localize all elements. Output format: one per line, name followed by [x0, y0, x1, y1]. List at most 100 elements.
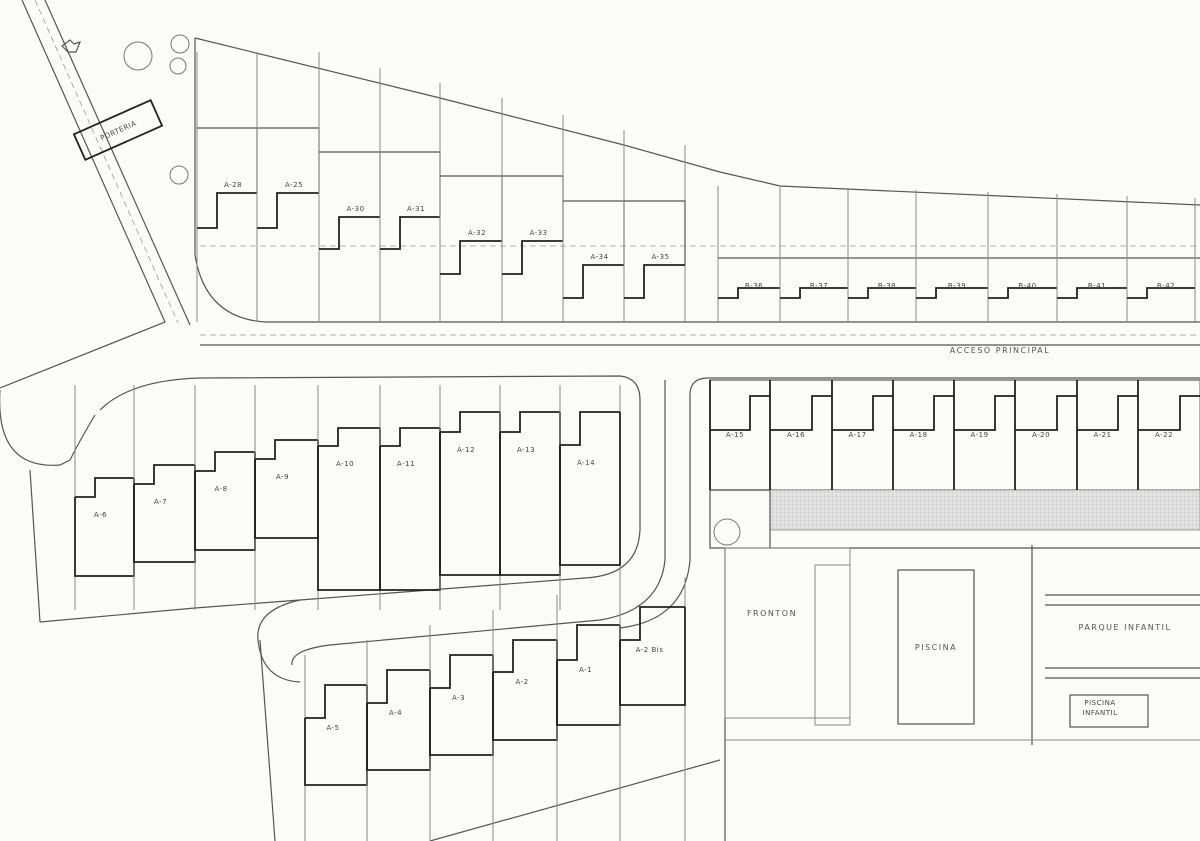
plot-boundary	[439, 98, 503, 322]
lot-label: A-6	[94, 511, 107, 519]
lot-top-row: A-30	[318, 68, 381, 322]
lot-middle-right: A-20	[1014, 380, 1078, 490]
house-outline	[893, 395, 954, 431]
lot-label: A-20	[1032, 431, 1050, 439]
access-road	[0, 0, 1200, 623]
house-outline	[380, 216, 440, 250]
piscina-infantil-pool	[1069, 694, 1149, 728]
lot-label: A-28	[224, 181, 242, 189]
lot-middle-right: A-18	[892, 380, 955, 490]
lot-middle-right: A-15	[709, 380, 771, 490]
lot-label: A-5	[326, 724, 339, 732]
lot-label: A-4	[389, 709, 402, 717]
lot-label: A-30	[346, 205, 364, 213]
house-outline	[848, 287, 916, 299]
house-outline	[304, 685, 368, 786]
lot-b-row: B-42	[1126, 198, 1196, 322]
north-boundary	[194, 37, 1200, 206]
lot-label: A-15	[726, 431, 744, 439]
lot-middle-right: A-19	[953, 380, 1016, 490]
lot-label: A-9	[276, 473, 289, 481]
lot-bottom-row: A-4	[366, 640, 431, 841]
lot-b-row: B-37	[779, 188, 849, 322]
plot-boundary	[619, 577, 686, 841]
tree-icon	[123, 41, 153, 71]
lot-middle-right: A-17	[831, 380, 894, 490]
house-outline	[988, 287, 1057, 299]
house-outline	[560, 411, 620, 446]
house-outline	[770, 395, 832, 431]
house-outline	[440, 411, 500, 433]
plot-boundary	[1056, 196, 1128, 322]
lot-top-row: A-33	[501, 115, 564, 322]
plot-boundary	[492, 610, 558, 841]
plot-boundary	[379, 385, 441, 610]
lot-bottom-row: A-1	[556, 595, 621, 841]
house-outline	[1057, 287, 1127, 299]
lot-top-row: A-35	[623, 145, 686, 322]
piscina-infantil-label-2: INFANTIL	[1083, 709, 1118, 717]
house-outline	[1127, 287, 1195, 299]
house-outline	[1138, 395, 1200, 431]
lot-top-row: A-25	[256, 52, 320, 322]
lot-top-row: A-31	[379, 83, 441, 322]
house-outline	[502, 240, 563, 275]
lot-label: B-41	[1088, 282, 1106, 290]
lot-label: B-42	[1157, 282, 1175, 290]
house-outline	[379, 428, 441, 591]
hatched-walkway	[769, 489, 1200, 531]
lot-b-row: B-39	[915, 192, 989, 322]
lot-label: A-25	[285, 181, 303, 189]
tree-icon	[170, 34, 190, 54]
lot-label: B-39	[948, 282, 966, 290]
lot-label: A-13	[517, 446, 535, 454]
house-outline	[380, 427, 440, 447]
plot-boundary	[562, 130, 625, 322]
house-outline	[954, 395, 1015, 431]
house-outline	[624, 264, 685, 299]
house-outline	[780, 287, 848, 299]
house-outline	[710, 395, 770, 431]
house-outline	[499, 412, 561, 576]
house-outline	[134, 464, 195, 485]
plot-boundary	[847, 190, 917, 322]
plot-boundary	[501, 115, 564, 322]
lot-middle-left: A-6	[74, 385, 135, 610]
house-outline	[257, 192, 319, 229]
lot-label: B-37	[810, 282, 828, 290]
lot-label: A-10	[336, 460, 354, 468]
lot-label: B-36	[745, 282, 763, 290]
house-outline	[194, 452, 256, 551]
lot-label: A-8	[214, 485, 227, 493]
lot-label: A-19	[970, 431, 988, 439]
plot-boundary	[317, 385, 381, 610]
lot-top-row: A-34	[562, 130, 625, 322]
house-outline	[367, 669, 430, 704]
south-boundary	[429, 759, 721, 841]
plot-boundary	[717, 186, 781, 322]
lot-middle-right: A-22	[1137, 380, 1200, 490]
lot-label: A-2	[515, 678, 528, 686]
house-outline	[916, 287, 988, 299]
piscina-infantil-label-1: PISCINA	[1084, 699, 1115, 707]
house-outline	[317, 428, 381, 591]
plot-boundary	[559, 385, 621, 610]
house-outline	[254, 440, 319, 539]
house-outline	[197, 192, 257, 229]
lot-label: A-18	[909, 431, 927, 439]
house-outline	[305, 684, 367, 719]
house-outline	[439, 412, 501, 576]
lot-label: A-12	[457, 446, 475, 454]
house-outline	[620, 606, 685, 641]
lot-top-row: A-32	[439, 98, 503, 322]
lot-b-row: B-36	[717, 186, 781, 322]
lot-label: A-35	[651, 253, 669, 261]
house-outline	[195, 451, 255, 472]
plot-boundary	[429, 625, 494, 841]
piscina-pool	[897, 569, 975, 725]
house-outline	[133, 465, 196, 563]
house-outline	[430, 654, 493, 689]
house-outline	[619, 607, 686, 706]
